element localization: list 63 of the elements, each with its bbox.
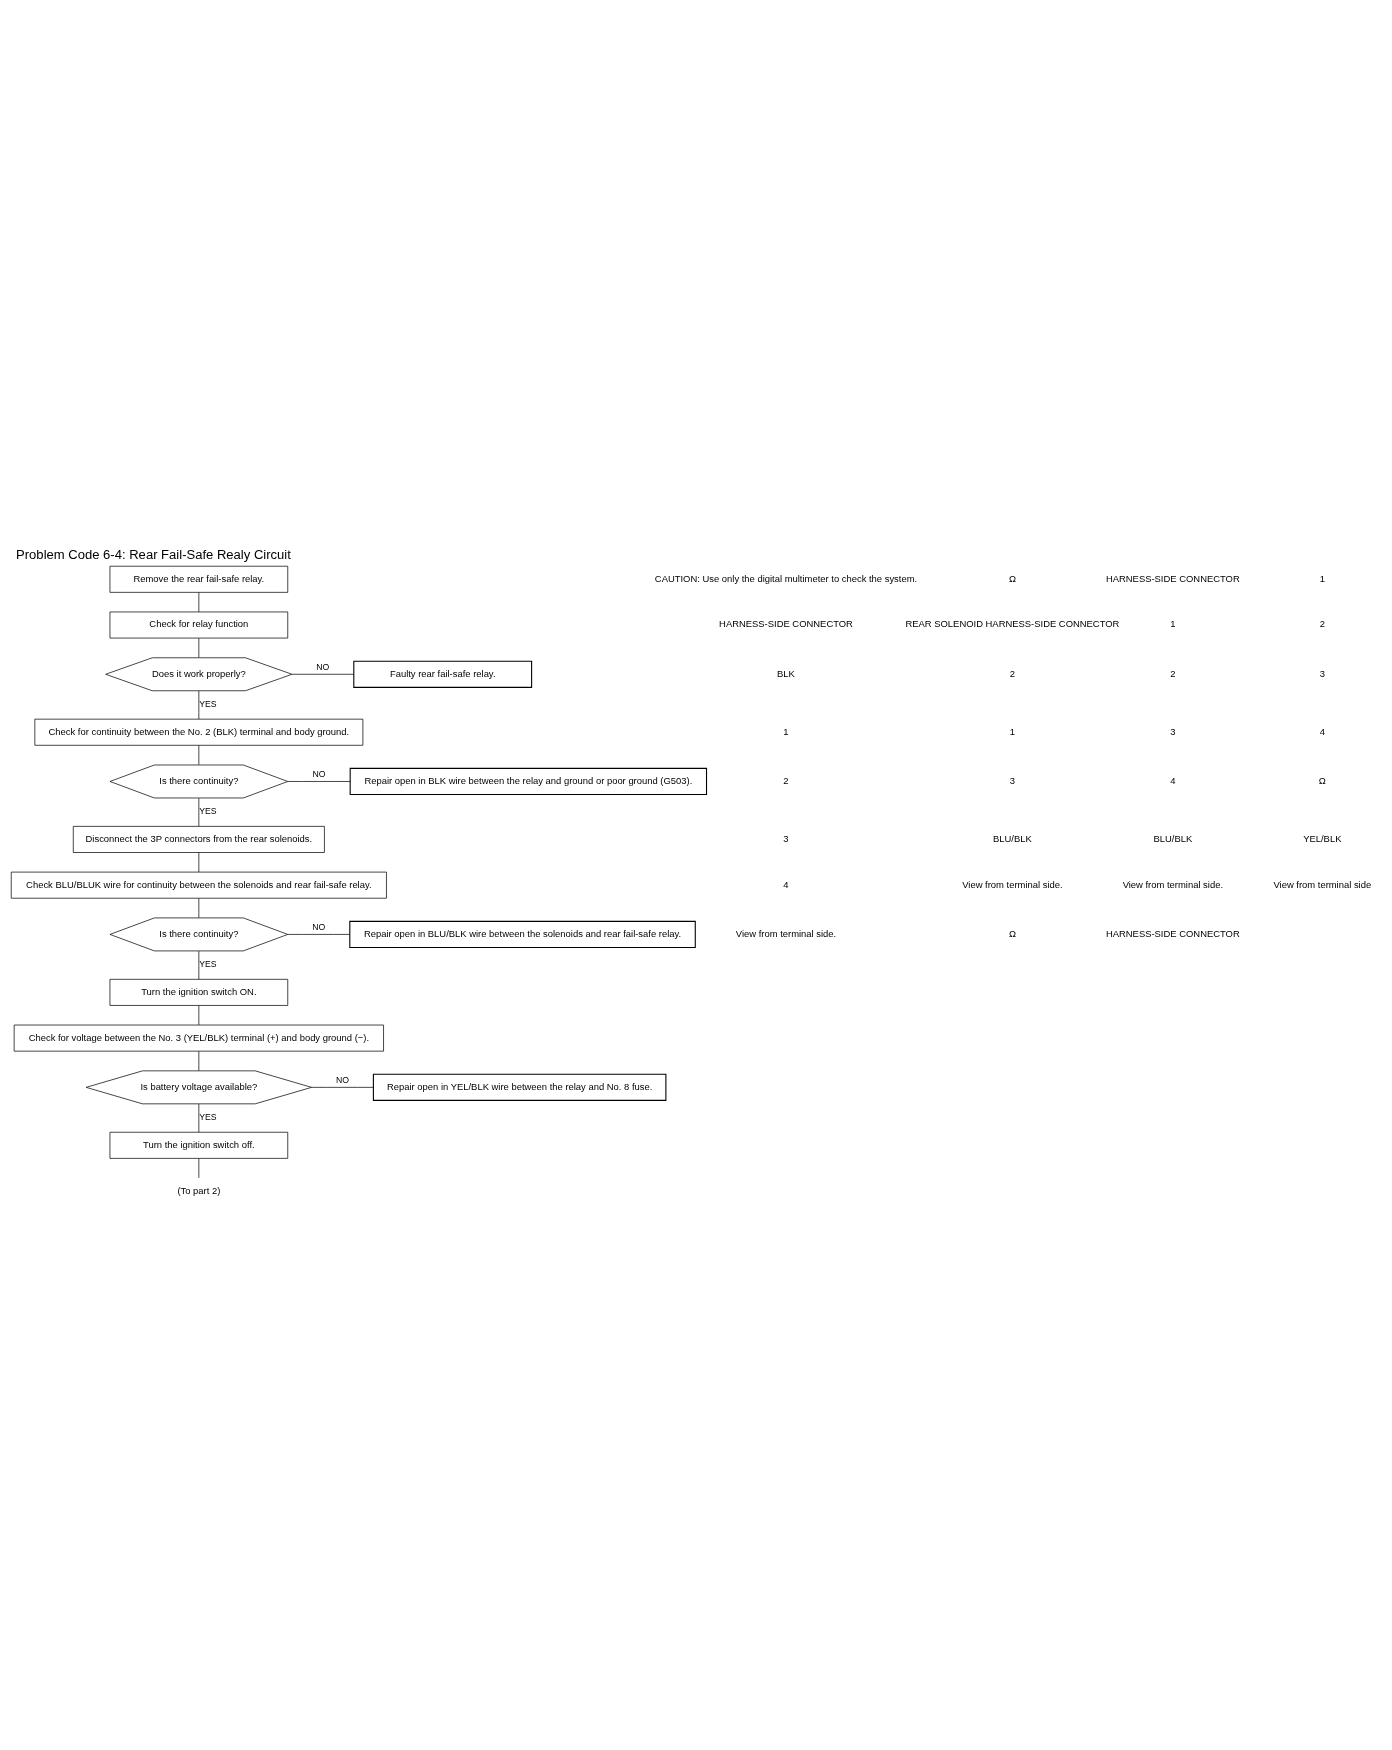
edge-label: NO <box>312 921 326 932</box>
connector <box>198 1158 200 1179</box>
edge-label: NO <box>335 1074 349 1085</box>
node-box: Faulty rear fail-safe relay. <box>353 660 533 688</box>
label: 1 <box>1170 618 1176 630</box>
edge-label: YES <box>199 1112 217 1123</box>
label: HARNESS-SIDE CONNECTOR <box>1105 572 1240 584</box>
label: 2 <box>1170 667 1176 679</box>
connector <box>291 673 355 675</box>
connector <box>287 781 351 782</box>
edge-label: NO <box>312 768 326 779</box>
label: 1 <box>1319 572 1325 584</box>
node-box: Check for relay function <box>109 611 289 639</box>
edge-label: YES <box>199 806 217 817</box>
node-box: Check BLU/BLUK wire for continuity between the solenoids and rear fail-safe relay. <box>10 871 387 899</box>
label: BLU/BLK <box>1153 832 1193 844</box>
label: View from terminal side <box>1273 878 1372 890</box>
label: YEL/BLK <box>1303 832 1342 844</box>
node-box: Turn the ignition switch off. <box>109 1131 289 1159</box>
node-box: Check for voltage between the No. 3 (YEL/BLK) terminal (+) and body ground (−). <box>13 1024 384 1052</box>
label: Ω <box>1008 572 1016 584</box>
label: 1 <box>783 725 789 737</box>
label: BLU/BLK <box>993 832 1032 844</box>
connector <box>198 852 200 873</box>
connector <box>198 745 200 766</box>
connector <box>198 1005 200 1026</box>
label: 3 <box>1009 774 1016 786</box>
node-box: Repair open in YEL/BLK wire between the relay and No. 8 fuse. <box>372 1073 667 1101</box>
connector <box>311 1087 374 1088</box>
node-box: Repair open in BLK wire between the relay and ground or poor ground (G503). <box>349 767 708 796</box>
diagram-title: Problem Code 6-4: Rear Fail-Safe Realy Circuit <box>16 547 291 563</box>
label: 4 <box>1170 774 1176 786</box>
label: View from terminal side. <box>962 878 1063 890</box>
connector <box>287 934 350 935</box>
label: 4 <box>1319 725 1325 737</box>
label: 2 <box>1009 667 1016 679</box>
node-box: Check for continuity between the No. 2 (BLK) terminal and body ground. <box>34 718 364 746</box>
label: 2 <box>783 774 789 786</box>
label: View from terminal side. <box>1122 878 1224 890</box>
label: 1 <box>1009 725 1016 737</box>
node-box: Repair open in BLU/BLK wire between the solenoids and rear fail-safe relay. <box>349 920 696 948</box>
label: Ω <box>1318 774 1326 786</box>
label: 2 <box>1319 618 1325 630</box>
label: REAR SOLENOID HARNESS-SIDE CONNECTOR <box>905 618 1120 630</box>
connector <box>198 797 200 827</box>
node-box: Turn the ignition switch ON. <box>109 978 289 1006</box>
label: HARNESS-SIDE CONNECTOR <box>1105 927 1240 939</box>
label: View from terminal side. <box>735 927 837 939</box>
label: BLK <box>777 667 795 679</box>
edge-label: YES <box>199 699 217 710</box>
edge-label: NO <box>316 661 330 672</box>
label: 3 <box>1319 667 1325 679</box>
label: 3 <box>783 832 789 844</box>
label: 4 <box>783 878 789 890</box>
node-box: Disconnect the 3P connectors from the rear solenoids. <box>72 826 325 853</box>
connector <box>198 592 200 613</box>
node-box: Remove the rear fail-safe relay. <box>109 565 289 593</box>
label: HARNESS-SIDE CONNECTOR <box>719 618 853 630</box>
node-text: (To part 2) <box>177 1184 221 1196</box>
label: Ω <box>1008 927 1016 939</box>
label: 3 <box>1170 725 1176 737</box>
edge-label: YES <box>199 959 217 970</box>
label: CAUTION: Use only the digital multimeter to check the system. <box>654 572 918 584</box>
